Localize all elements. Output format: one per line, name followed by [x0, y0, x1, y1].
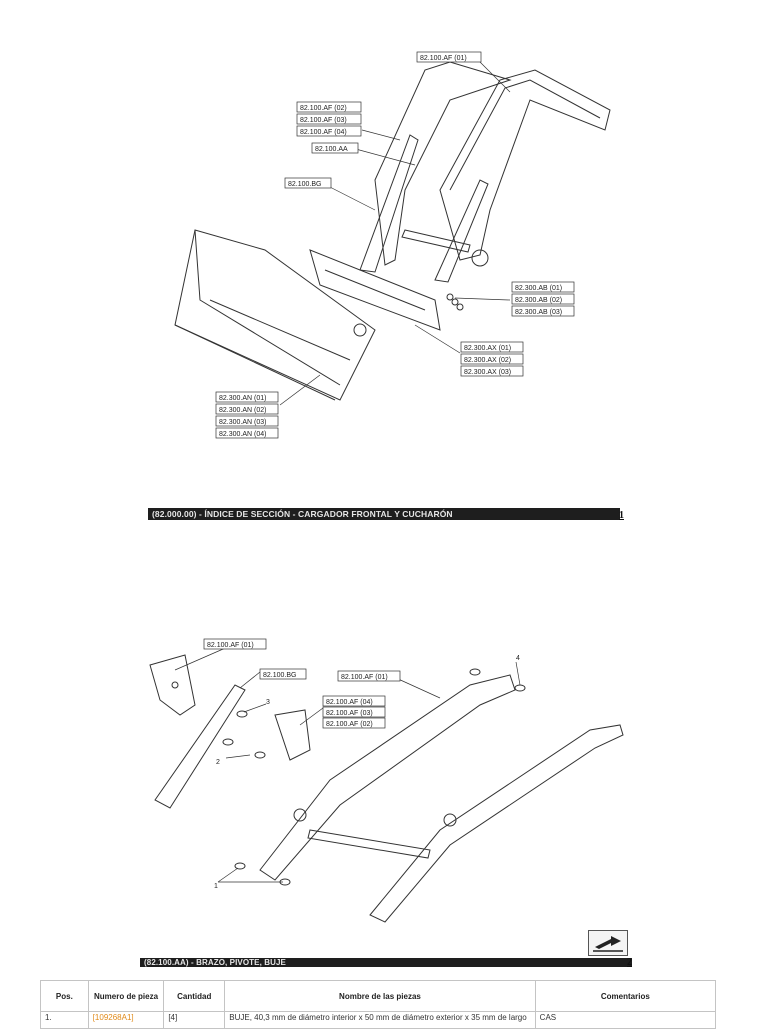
- callout-group-2: 82.100.AF (01) 82.100.BG 82.100.AF (01) …: [203, 638, 520, 890]
- parts-table: Pos. Numero de pieza Cantidad Nombre de …: [40, 980, 717, 1029]
- bucket-cutting-edge: [174, 324, 336, 401]
- arrow-right-icon: [593, 936, 623, 952]
- bracket-plate-small: [274, 709, 311, 761]
- callout-label: 82.100.AF (02): [300, 105, 347, 112]
- next-page-button[interactable]: [588, 930, 628, 956]
- col-header-part-number: Numero de pieza: [87, 980, 165, 1012]
- section-title: (82.000.00) - ÍNDICE DE SECCIÓN - CARGAD…: [152, 509, 453, 519]
- leader-lines: [279, 61, 511, 406]
- bucket-pivot: [353, 323, 367, 337]
- item-number: 1: [214, 883, 218, 890]
- section-title-bar-2: (82.100.AA) - BRAZO, PIVOTE, BUJE: [140, 958, 632, 967]
- cell-part-number: [109268A1]: [87, 1011, 165, 1029]
- bushing: [222, 738, 234, 746]
- callout-label: 82.100.AF (01): [207, 642, 254, 649]
- quick-attach-bar: [324, 269, 426, 311]
- callout-label: 82.100.AA: [315, 146, 348, 153]
- callout-label: 82.100.BG: [288, 181, 321, 188]
- item-number: 4: [516, 655, 520, 662]
- cell-name: BUJE, 40,3 mm de diámetro interior x 50 …: [224, 1011, 536, 1029]
- callout-label: 82.300.AN (04): [219, 431, 266, 438]
- table-header-row: Pos. Numero de pieza Cantidad Nombre de …: [40, 980, 717, 1012]
- cross-tube: [307, 829, 431, 859]
- link-rod: [154, 684, 246, 809]
- figure-2-arm-pivot-bushing: 82.100.AF (01) 82.100.BG 82.100.AF (01) …: [140, 630, 640, 930]
- callout-label: 82.300.AN (01): [219, 395, 266, 402]
- section-title-bar-1: (82.000.00) - ÍNDICE DE SECCIÓN - CARGAD…: [148, 508, 620, 520]
- col-header-name: Nombre de las piezas: [224, 980, 536, 1012]
- callout-label: 82.100.AF (03): [326, 710, 373, 717]
- callout-label: 82.100.AF (04): [300, 129, 347, 136]
- bracket-plate-left: [149, 654, 196, 716]
- col-header-comments: Comentarios: [534, 980, 717, 1012]
- upright-right: [434, 179, 489, 283]
- bracket-hole: [171, 681, 179, 689]
- item-number: 3: [266, 699, 270, 706]
- callout-label: 82.100.AF (02): [326, 721, 373, 728]
- callout-label: 82.100.AF (04): [326, 699, 373, 706]
- bucket-side-edge: [194, 229, 341, 386]
- bushing: [236, 710, 248, 718]
- bushing: [514, 684, 526, 692]
- callout-label: 82.300.AB (03): [515, 309, 562, 316]
- callout-label: 82.300.AX (01): [464, 345, 511, 352]
- bucket-body: [174, 229, 376, 401]
- callout-label: 82.300.AX (02): [464, 357, 511, 364]
- col-header-pos: Pos.: [40, 980, 89, 1012]
- figure-2-drawing: 82.100.AF (01) 82.100.BG 82.100.AF (01) …: [149, 638, 624, 923]
- item-number: 2: [216, 759, 220, 766]
- arm-pivot: [443, 813, 457, 827]
- quick-attach-frame: [309, 249, 441, 331]
- figure-number-1: 1: [619, 510, 624, 521]
- boom-arm-right-inner: [449, 79, 601, 191]
- callout-label: 82.100.AF (01): [341, 674, 388, 681]
- callout-label: 82.300.AN (02): [219, 407, 266, 414]
- callout-label: 82.300.AN (03): [219, 419, 266, 426]
- bolt: [456, 303, 464, 311]
- table-row: 1. [109268A1] [4] BUJE, 40,3 mm de diáme…: [40, 1011, 717, 1029]
- bushing: [254, 751, 266, 759]
- pivot-boss: [471, 249, 489, 267]
- leader-lines: [174, 645, 521, 883]
- loader-arm-rear: [369, 724, 624, 923]
- boom-arm-left: [374, 61, 512, 266]
- bolt: [446, 293, 454, 301]
- part-number-link[interactable]: [109268A1]: [92, 1013, 134, 1022]
- figure-1-drawing: 82.100.AF (01) 82.100.AF (02) 82.100.AF …: [174, 51, 611, 439]
- bushing: [234, 862, 246, 870]
- bolt: [451, 298, 459, 306]
- cross-tube: [401, 229, 471, 253]
- callout-group-1: 82.100.AF (01) 82.100.AF (02) 82.100.AF …: [215, 51, 575, 439]
- figure-1-loader-exploded-view: 82.100.AF (01) 82.100.AF (02) 82.100.AF …: [150, 40, 620, 450]
- cell-quantity: [4]: [163, 1011, 226, 1029]
- callout-label: 82.300.AB (02): [515, 297, 562, 304]
- figure-number-2: 2: [627, 957, 632, 968]
- arm-pivot: [293, 808, 307, 822]
- bucket-rib: [209, 299, 351, 361]
- upright-left: [359, 134, 419, 273]
- loader-arm-front: [259, 674, 516, 881]
- section-title: (82.100.AA) - BRAZO, PIVOTE, BUJE: [144, 958, 286, 967]
- callout-label: 82.100.BG: [263, 672, 296, 679]
- callout-label: 82.100.AF (03): [300, 117, 347, 124]
- cell-comments: CAS: [534, 1011, 717, 1029]
- boom-arm-right: [439, 69, 611, 261]
- callout-label: 82.100.AF (01): [420, 55, 467, 62]
- bushing: [469, 668, 481, 676]
- callout-label: 82.300.AX (03): [464, 369, 511, 376]
- cell-pos: 1.: [40, 1011, 89, 1029]
- callout-label: 82.300.AB (01): [515, 285, 562, 292]
- col-header-quantity: Cantidad: [163, 980, 226, 1012]
